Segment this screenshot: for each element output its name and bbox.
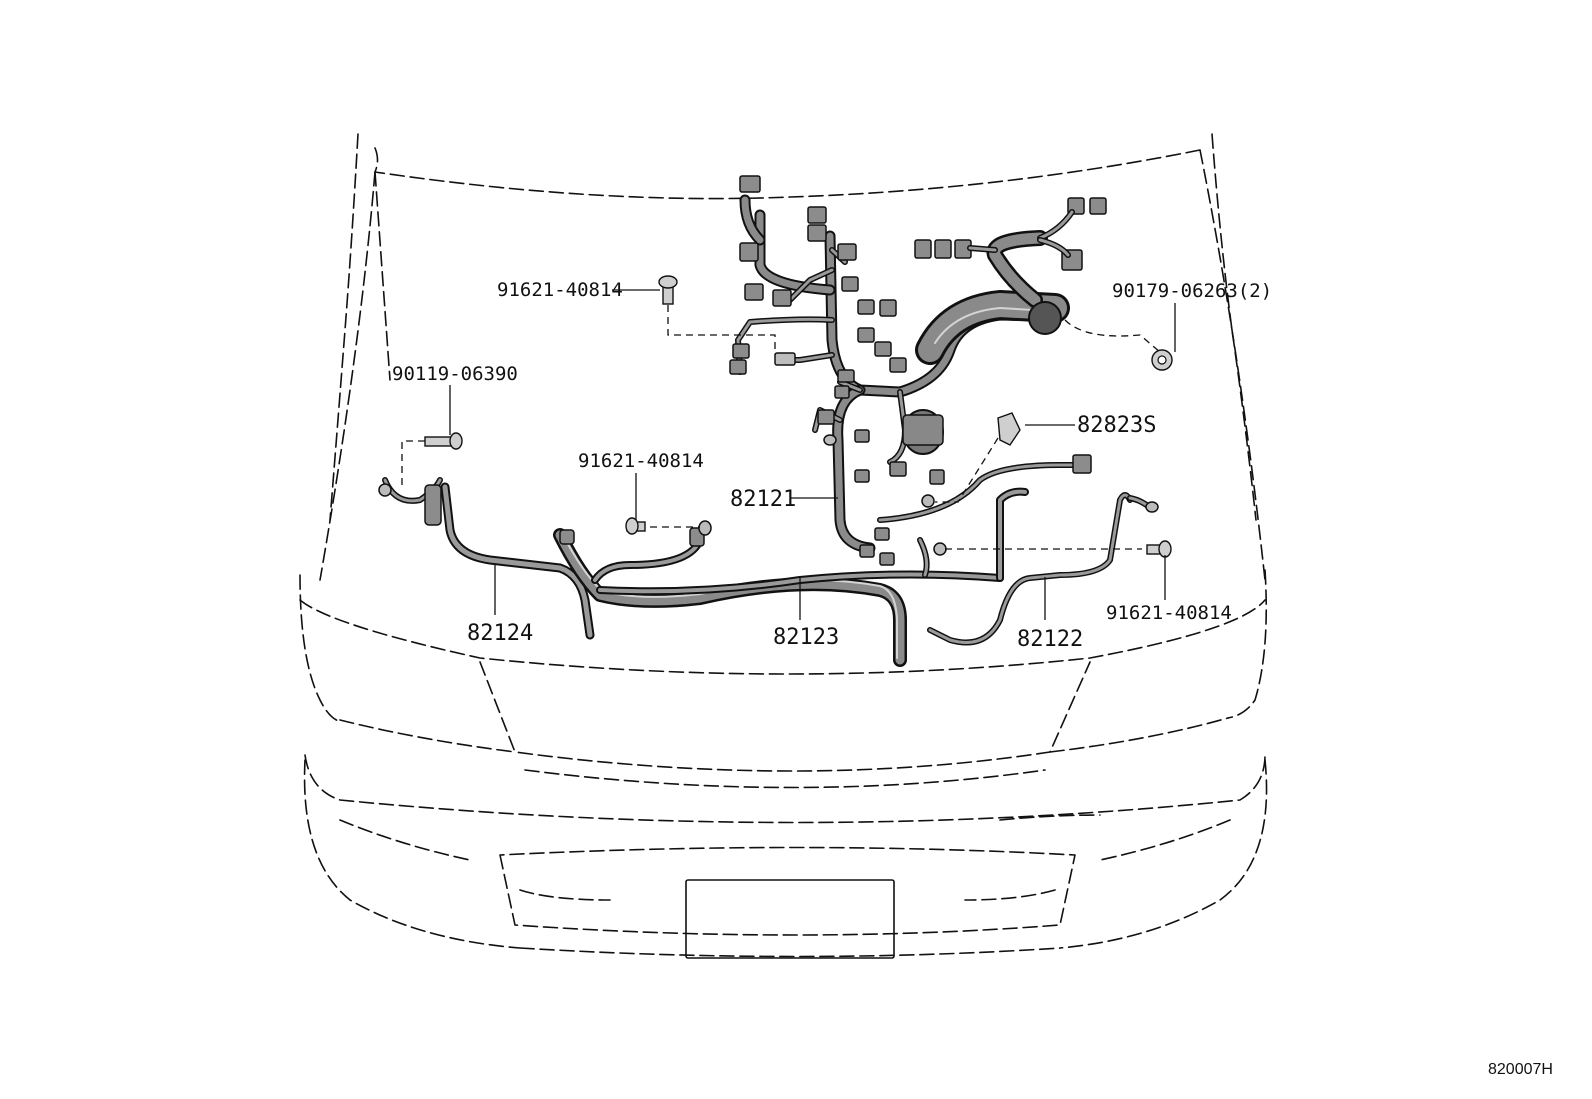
wire-82124	[382, 477, 595, 640]
callout-wire-left: 82124	[467, 621, 533, 646]
nut-icon	[1151, 349, 1173, 371]
callout-bolt-top: 91621-40814	[497, 279, 623, 301]
callout-nut-right: 90179-06263(2)	[1112, 280, 1272, 302]
callout-wire-center: 82123	[773, 625, 839, 650]
vehicle-body-outline	[299, 133, 1268, 959]
wire-82122	[917, 492, 1159, 646]
bolt-icon	[424, 432, 463, 450]
diagram-code: 820007H	[1488, 1061, 1553, 1078]
fasteners	[378, 275, 1173, 558]
callout-harness-main: 82121	[730, 487, 796, 512]
callout-wire-right: 82122	[1017, 627, 1083, 652]
bolt-icon	[658, 275, 678, 305]
bolt-icon	[1146, 540, 1172, 558]
leader-lines	[401, 289, 1176, 620]
callout-bolt-left: 90119-06390	[392, 363, 518, 385]
engine-wire-harness-82121	[729, 175, 1107, 566]
bolt-icon	[625, 517, 646, 535]
callout-protector: 82823S	[1077, 413, 1156, 438]
protector-icon	[997, 412, 1021, 446]
callout-bolt-mid: 91621-40814	[578, 450, 704, 472]
callout-bolt-right: 91621-40814	[1106, 602, 1232, 624]
callout-labels: 91621-40814 90179-06263(2) 90119-06390 9…	[392, 279, 1553, 1078]
